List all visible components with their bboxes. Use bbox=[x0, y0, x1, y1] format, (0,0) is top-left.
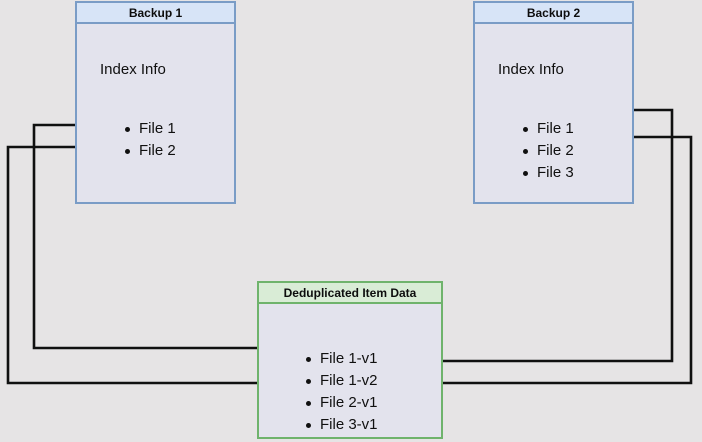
dedup-item-list: File 1-v1 File 1-v2 File 2-v1 File 3-v1 bbox=[303, 348, 378, 436]
list-item: File 2 bbox=[122, 140, 176, 162]
list-item: File 1 bbox=[122, 118, 176, 140]
backup-1-box: Backup 1 Index Info File 1 File 2 bbox=[75, 1, 236, 204]
backup-2-body: Index Info File 1 File 2 File 3 bbox=[475, 24, 632, 202]
list-item: File 1-v2 bbox=[303, 370, 378, 392]
backup-1-index-info-label: Index Info bbox=[100, 61, 166, 78]
backup-2-file-list: File 1 File 2 File 3 bbox=[520, 118, 574, 184]
list-item: File 2-v1 bbox=[303, 392, 378, 414]
list-item: File 3-v1 bbox=[303, 414, 378, 436]
backup-1-file-list: File 1 File 2 bbox=[122, 118, 176, 162]
list-item: File 1 bbox=[520, 118, 574, 140]
list-item: File 2 bbox=[520, 140, 574, 162]
list-item: File 3 bbox=[520, 162, 574, 184]
deduplicated-item-data-box: Deduplicated Item Data File 1-v1 File 1-… bbox=[257, 281, 443, 439]
backup-1-body: Index Info File 1 File 2 bbox=[77, 24, 234, 202]
deduplicated-item-data-body: File 1-v1 File 1-v2 File 2-v1 File 3-v1 bbox=[259, 304, 441, 437]
backup-2-index-info-label: Index Info bbox=[498, 61, 564, 78]
backup-2-box: Backup 2 Index Info File 1 File 2 File 3 bbox=[473, 1, 634, 204]
deduplicated-item-data-title: Deduplicated Item Data bbox=[259, 283, 441, 304]
backup-2-title: Backup 2 bbox=[475, 3, 632, 24]
backup-1-title: Backup 1 bbox=[77, 3, 234, 24]
list-item: File 1-v1 bbox=[303, 348, 378, 370]
